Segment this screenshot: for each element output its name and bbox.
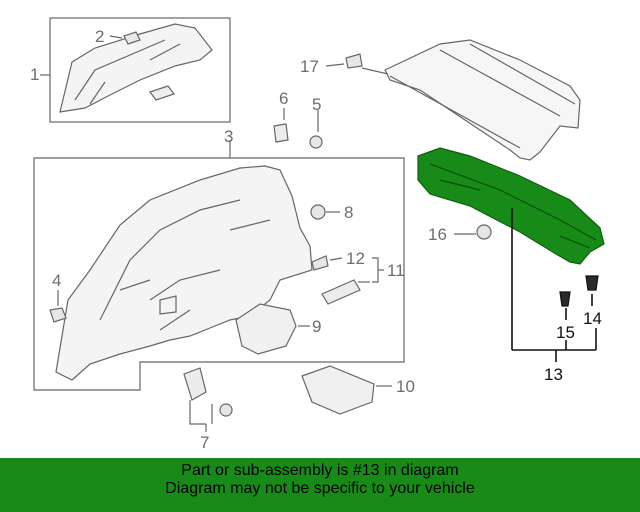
part-7-bolt — [219, 403, 233, 417]
callout-4: 4 — [52, 271, 62, 290]
part-12-clip — [311, 255, 329, 271]
part-1-lamp — [149, 85, 175, 101]
callout-12: 12 — [346, 249, 365, 268]
callout-3: 3 — [224, 127, 234, 146]
callout-1: 1 — [30, 65, 40, 84]
part-1-trim-panel — [59, 23, 213, 113]
callout-11: 11 — [387, 261, 405, 280]
callout-14: 14 — [583, 309, 602, 328]
callout-16: 16 — [428, 225, 447, 244]
part-2-clip — [123, 31, 141, 45]
part-17-clip — [345, 53, 363, 69]
part-1-box — [49, 17, 231, 123]
callout-2: 2 — [95, 27, 105, 46]
callout-10: 10 — [396, 377, 415, 396]
assembly-info-banner: Part or sub-assembly is #13 in diagram D… — [0, 458, 640, 512]
part-4-fastener — [49, 307, 67, 323]
part-5-screw — [309, 135, 323, 149]
banner-line-1: Part or sub-assembly is #13 in diagram — [181, 462, 459, 479]
part-3-box — [33, 157, 405, 391]
callout-7: 7 — [200, 433, 210, 452]
part-17-tonneau-cover — [384, 39, 581, 161]
banner-line-2: Diagram may not be specific to your vehi… — [165, 480, 475, 498]
callout-17: 17 — [300, 57, 319, 76]
part-16-fastener — [476, 224, 492, 240]
part-6-bracket — [273, 123, 289, 143]
part-10-cover — [301, 365, 375, 415]
callout-15: 15 — [556, 323, 575, 342]
callout-8: 8 — [344, 203, 354, 222]
part-3-quarter-trim — [55, 165, 313, 381]
callout-5: 5 — [312, 95, 322, 114]
part-11-bracket — [321, 279, 361, 305]
part-14-fastener — [585, 275, 599, 291]
part-7-hook — [183, 367, 207, 401]
callout-13: 13 — [544, 365, 563, 384]
part-9-cover — [235, 303, 297, 355]
callout-6: 6 — [279, 89, 289, 108]
part-13-sill-plate — [417, 147, 605, 265]
part-15-fastener — [559, 291, 571, 307]
parts-diagram — [33, 17, 605, 432]
callout-9: 9 — [312, 317, 322, 336]
part-8-fastener — [310, 204, 326, 220]
